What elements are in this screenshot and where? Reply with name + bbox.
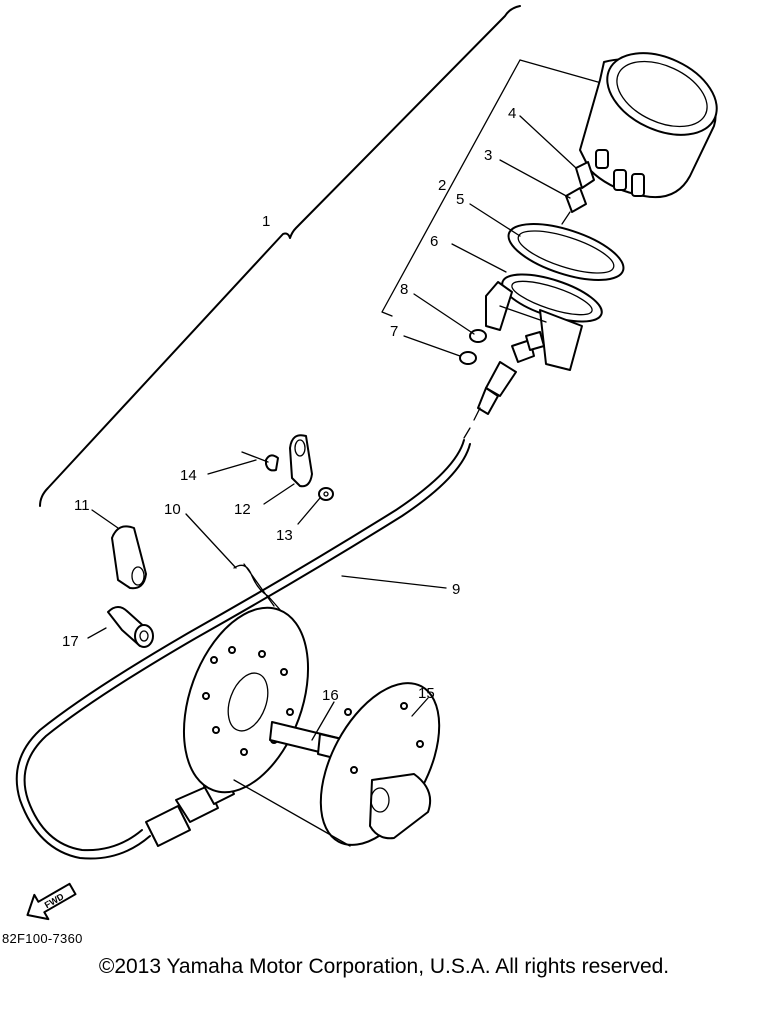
callout-5: 5 [456,191,464,208]
meter-bracket [485,281,583,371]
callout-15: 15 [418,685,435,702]
callout-16: 16 [322,687,339,704]
callout-2: 2 [438,177,446,194]
assembly-bracket-main [39,5,521,507]
callout-13: 13 [276,527,293,544]
gear-housing-15 [319,682,441,846]
hub-plate [182,606,310,794]
grommet-7 [459,351,477,365]
cable-clamp-10 [233,563,283,613]
clamp-11 [111,525,147,590]
diagram-part-code: 82F100-7360 [2,931,83,946]
callout-4: 4 [508,105,516,122]
screw-14 [265,454,279,472]
bushing-17 [107,606,154,648]
clamp-12 [289,434,313,488]
callout-14: 14 [180,467,197,484]
speedometer-cable [15,439,465,860]
callout-7: 7 [390,323,398,340]
callout-12: 12 [234,501,251,518]
speedometer-head [579,52,718,198]
callout-1: 1 [262,213,270,230]
callout-6: 6 [430,233,438,250]
fwd-arrow-icon: FWD [26,882,77,921]
leader-lines [87,115,577,847]
callout-17: 17 [62,633,79,650]
washer-13 [318,487,334,501]
callout-3: 3 [484,147,492,164]
cable-upper-fitting [473,361,517,421]
callout-8: 8 [400,281,408,298]
callout-11: 11 [74,497,90,514]
bulb-socket [561,161,595,225]
copyright-notice: ©2013 Yamaha Motor Corporation, U.S.A. A… [98,955,670,978]
callout-9: 9 [452,581,460,598]
grommet-8 [469,329,487,343]
assembly-bracket-sub [381,59,521,317]
callout-10: 10 [164,501,181,518]
gasket-rings [501,223,625,323]
